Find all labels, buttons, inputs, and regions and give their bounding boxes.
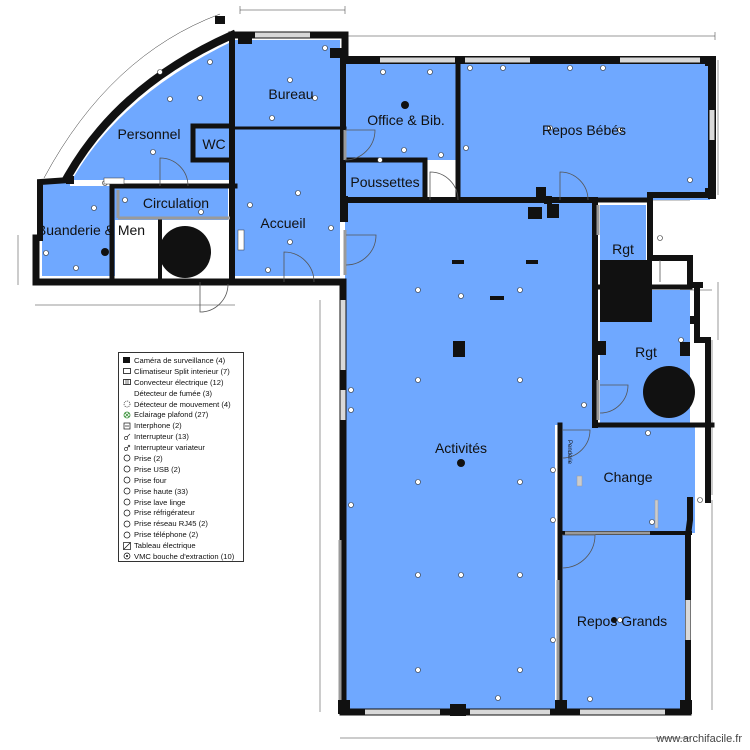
room-label-buanderie: Buanderie & Men <box>37 222 145 238</box>
ceiling-light-icon <box>122 410 131 419</box>
motion-detector-icon <box>122 400 131 409</box>
legend-item-variateur: Interrupteur variateur <box>122 442 240 453</box>
door-swings <box>159 129 661 569</box>
legend-item-fumee: Détecteur de fumée (3) <box>122 388 240 399</box>
legend-item-mouvement: Détecteur de mouvement (4) <box>122 399 240 410</box>
vmc-vent-icon <box>122 552 131 561</box>
room-label-circulation: Circulation <box>143 195 209 211</box>
room-label-poussettes: Poussettes <box>350 174 419 190</box>
room-label-rgt-2: Rgt <box>635 344 657 360</box>
legend-item-convecteur: Convecteur électrique (12) <box>122 377 240 388</box>
room-label-repos-bebes: Repos Bébés <box>542 122 626 138</box>
black-fixtures <box>159 187 695 418</box>
usb-outlet-icon <box>122 465 131 474</box>
legend-item-vmc: VMC bouche d'extraction (10) <box>122 551 240 562</box>
washer-outlet-icon <box>122 498 131 507</box>
phone-outlet-icon <box>122 530 131 539</box>
legend-item-camera: Caméra de surveillance (4) <box>122 355 240 366</box>
switch-icon <box>122 432 131 441</box>
grey-fixtures <box>103 177 659 529</box>
penderie-label: Penderie <box>566 440 572 465</box>
legend-item-prise-lave-linge: Prise lave linge <box>122 497 240 508</box>
legend-item-prise-usb: Prise USB (2) <box>122 464 240 475</box>
legend-item-split: Climatiseur Split interieur (7) <box>122 366 240 377</box>
oven-outlet-icon <box>122 476 131 485</box>
camera-icon <box>122 356 131 365</box>
room-fills <box>42 40 710 710</box>
room-label-wc: WC <box>202 136 225 152</box>
split-icon <box>122 367 131 376</box>
room-label-office: Office & Bib. <box>367 112 445 128</box>
legend-item-tableau: Tableau électrique <box>122 540 240 551</box>
room-label-accueil: Accueil <box>260 215 305 231</box>
dimension-lines <box>17 6 719 739</box>
convecteur-icon <box>122 378 131 387</box>
electrical-symbols <box>43 45 703 702</box>
room-label-activites: Activités <box>435 440 487 456</box>
legend-item-prise-four: Prise four <box>122 475 240 486</box>
legend-item-prise-haute: Prise haute (33) <box>122 486 240 497</box>
legend-item-prise: Prise (2) <box>122 453 240 464</box>
high-outlet-icon <box>122 487 131 496</box>
camera-symbols <box>101 101 617 623</box>
electrical-panel-icon <box>122 541 131 550</box>
legend-item-prise-frigo: Prise réfrigérateur <box>122 507 240 518</box>
interphone-icon <box>122 421 131 430</box>
dimmer-switch-icon <box>122 443 131 452</box>
outlet-icon <box>122 454 131 463</box>
windows-and-partitions <box>116 32 715 715</box>
room-label-repos-grands: Repos Grands <box>577 613 667 629</box>
room-labels: Bureau Office & Bib. Repos Bébés Personn… <box>37 86 667 629</box>
room-label-personnel: Personnel <box>117 126 180 142</box>
legend-item-interphone: Interphone (2) <box>122 420 240 431</box>
room-label-rgt-1: Rgt <box>612 241 634 257</box>
legend: Caméra de surveillance (4) Climatiseur S… <box>118 352 244 562</box>
rj45-outlet-icon <box>122 519 131 528</box>
black-wall-blocks <box>66 16 715 716</box>
fridge-outlet-icon <box>122 508 131 517</box>
smoke-detector-icon <box>122 389 131 398</box>
room-label-bureau: Bureau <box>268 86 313 102</box>
legend-item-interrupteur: Interrupteur (13) <box>122 431 240 442</box>
legend-item-prise-tel: Prise téléphone (2) <box>122 529 240 540</box>
room-label-change: Change <box>603 469 652 485</box>
watermark: www.archifacile.fr <box>656 733 742 745</box>
legend-item-prise-rj45: Prise réseau RJ45 (2) <box>122 518 240 529</box>
legend-item-eclairage: Eclairage plafond (27) <box>122 409 240 420</box>
